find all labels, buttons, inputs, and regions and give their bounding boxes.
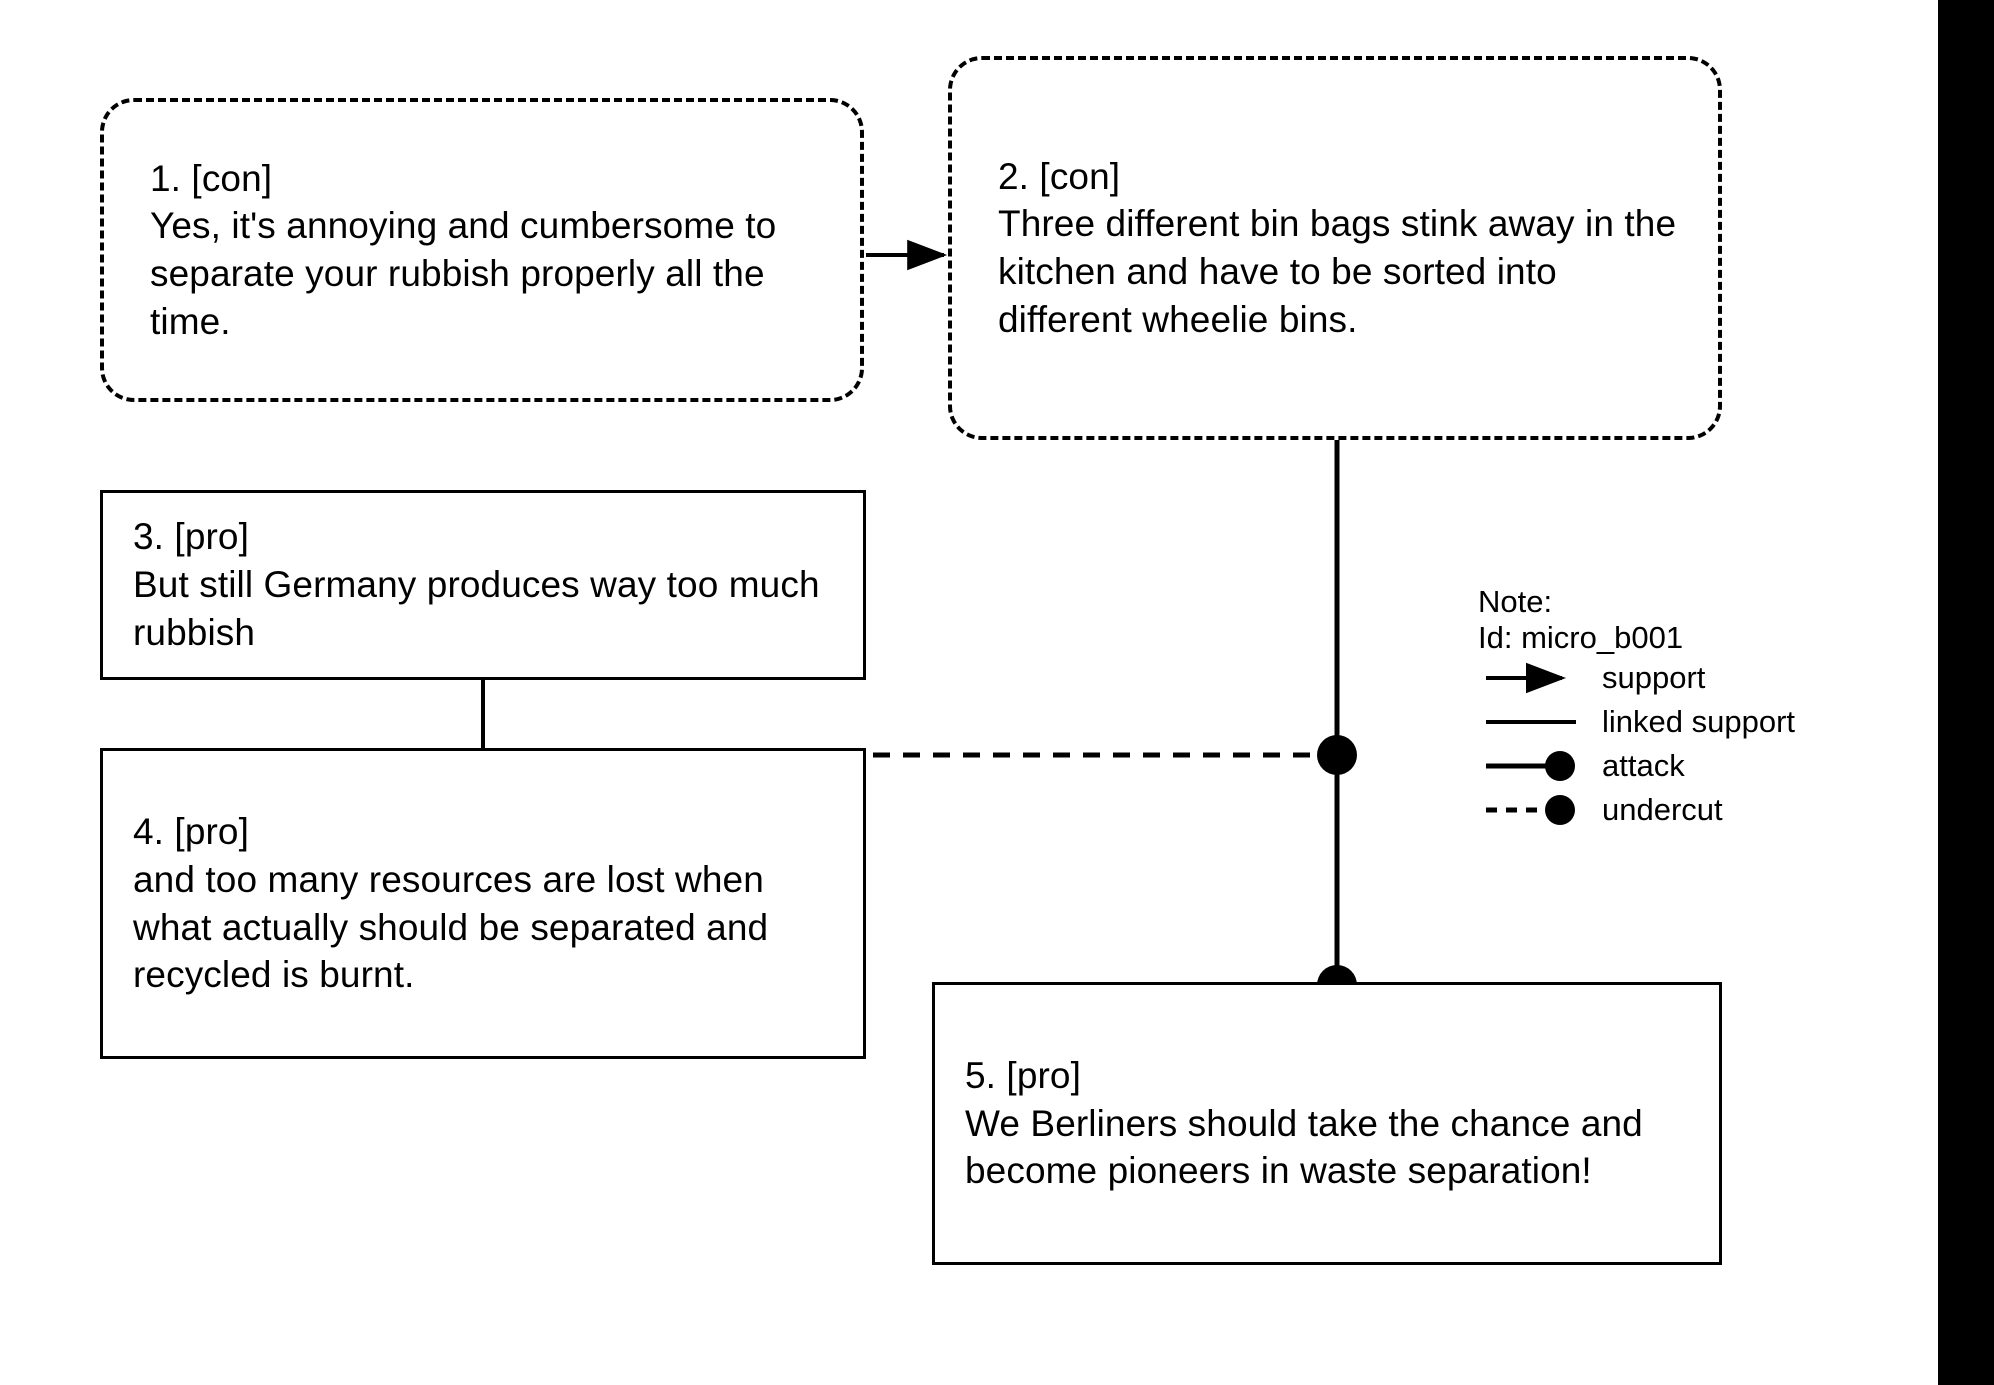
argument-node-2[interactable]: 2. [con] Three different bin bags stink … [948,56,1722,440]
node-3-content: 3. [pro] But still Germany produces way … [103,513,863,656]
dashed-line-with-dot-icon [1478,788,1590,832]
argument-node-4[interactable]: 4. [pro] and too many resources are lost… [100,748,866,1059]
node-4-text: and too many resources are lost when wha… [133,858,779,996]
legend-label-attack: attack [1602,747,1685,783]
argument-node-3[interactable]: 3. [pro] But still Germany produces way … [100,490,866,680]
right-black-strip [1938,0,1994,1385]
node-1-header: 1. [con] [150,157,273,199]
legend: Note: Id: micro_b001 support [1478,584,1938,832]
legend-title: Note: [1478,584,1553,619]
node-3-header: 3. [pro] [133,516,249,558]
undercut-target-dot [1317,735,1357,775]
legend-item-attack: attack [1478,744,1938,788]
legend-id: Id: micro_b001 [1478,619,1684,655]
node-5-header: 5. [pro] [965,1054,1081,1096]
node-1-content: 1. [con] Yes, it's annoying and cumberso… [104,155,860,346]
legend-label-linked-support: linked support [1602,703,1796,739]
line-with-dot-icon [1478,744,1590,788]
node-2-text: Three different bin bags stink away in t… [998,203,1687,340]
node-3-text: But still Germany produces way too much … [133,564,831,653]
node-4-content: 4. [pro] and too many resources are lost… [103,808,863,999]
support-arrow-icon [1478,656,1590,700]
node-1-text: Yes, it's annoying and cumbersome to sep… [150,205,787,342]
node-2-header: 2. [con] [998,155,1121,197]
argument-node-5[interactable]: 5. [pro] We Berliners should take the ch… [932,982,1722,1265]
legend-label-undercut: undercut [1602,791,1723,827]
node-5-text: We Berliners should take the chance and … [965,1102,1654,1192]
node-5-content: 5. [pro] We Berliners should take the ch… [935,1052,1719,1195]
argument-node-1[interactable]: 1. [con] Yes, it's annoying and cumberso… [100,98,864,402]
legend-item-support: support [1478,656,1938,700]
legend-item-undercut: undercut [1478,788,1938,832]
node-4-header: 4. [pro] [133,811,249,853]
legend-label-support: support [1602,659,1706,695]
legend-item-linked-support: linked support [1478,700,1938,744]
plain-line-icon [1478,700,1590,744]
node-2-content: 2. [con] Three different bin bags stink … [952,153,1718,344]
